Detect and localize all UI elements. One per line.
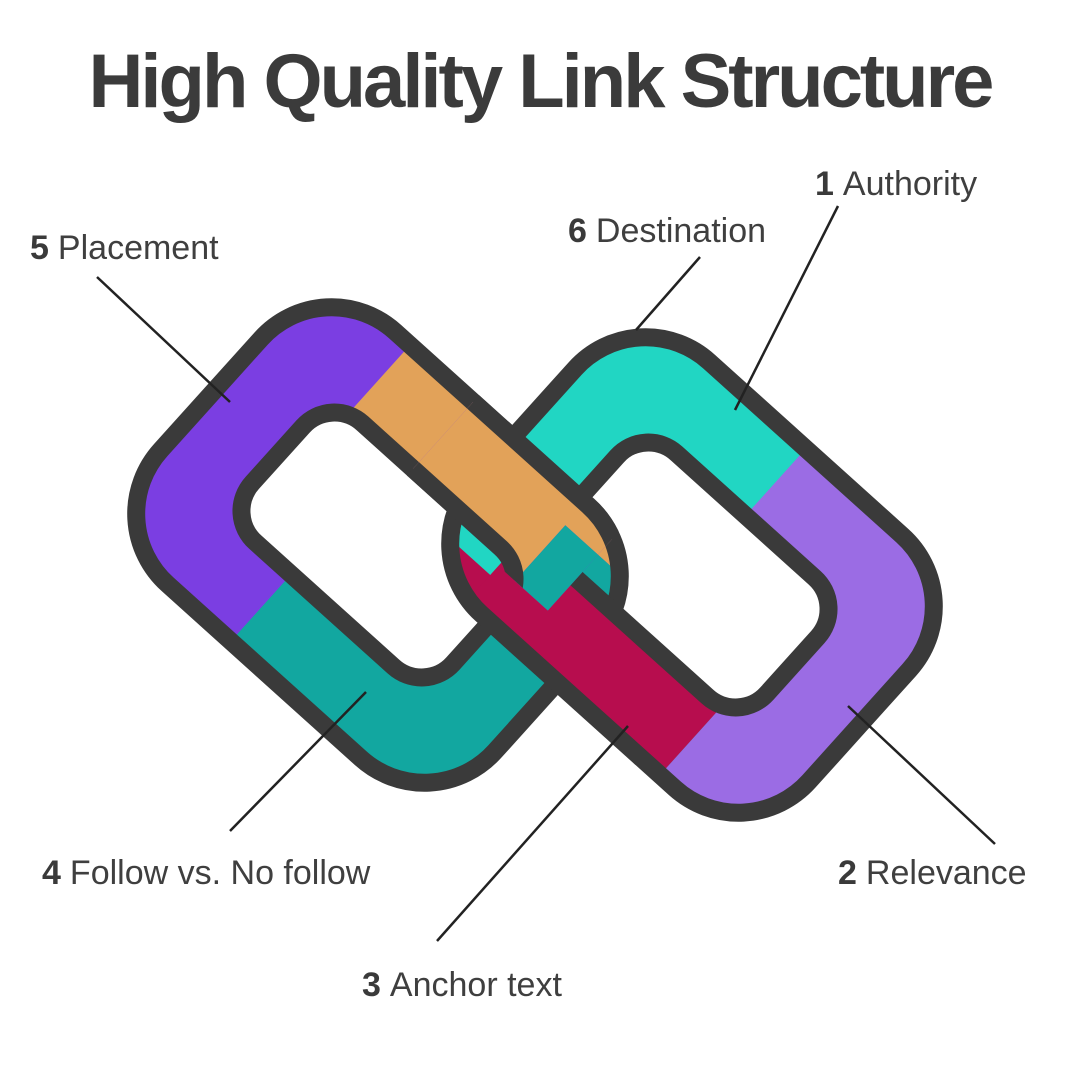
leader-line-placement — [96, 276, 231, 403]
label-text: Destination — [595, 212, 767, 250]
leader-line-relevance — [847, 705, 996, 845]
leader-line-follow — [229, 691, 367, 832]
right-link-turquoise-segment — [411, 298, 973, 852]
right-link-outer-outline — [441, 328, 943, 822]
label-number: 4 — [42, 854, 61, 892]
label-number: 5 — [30, 229, 49, 267]
leader-line-anchor-text — [436, 725, 629, 942]
right-link-inner-outline — [546, 433, 838, 717]
label-number: 2 — [838, 854, 857, 892]
page-title: High Quality Link Structure — [88, 39, 995, 124]
label-number: 1 — [815, 165, 834, 203]
label-text: Anchor text — [389, 966, 562, 1004]
label-text: Placement — [57, 229, 219, 267]
right-chain-link — [411, 298, 973, 852]
label-text: Follow vs. No follow — [69, 854, 371, 892]
left-chain-link — [97, 268, 659, 822]
leader-line-destination — [635, 256, 701, 331]
right-link-crimson-segment — [419, 528, 726, 827]
label-text: Relevance — [865, 854, 1027, 892]
link-weave-overlap — [402, 390, 629, 611]
leader-line-authority — [733, 205, 840, 411]
label-number: 3 — [362, 966, 381, 1004]
left-link-purple-segment — [97, 268, 659, 822]
label-text: Authority — [842, 165, 978, 203]
label-number: 6 — [568, 212, 587, 250]
